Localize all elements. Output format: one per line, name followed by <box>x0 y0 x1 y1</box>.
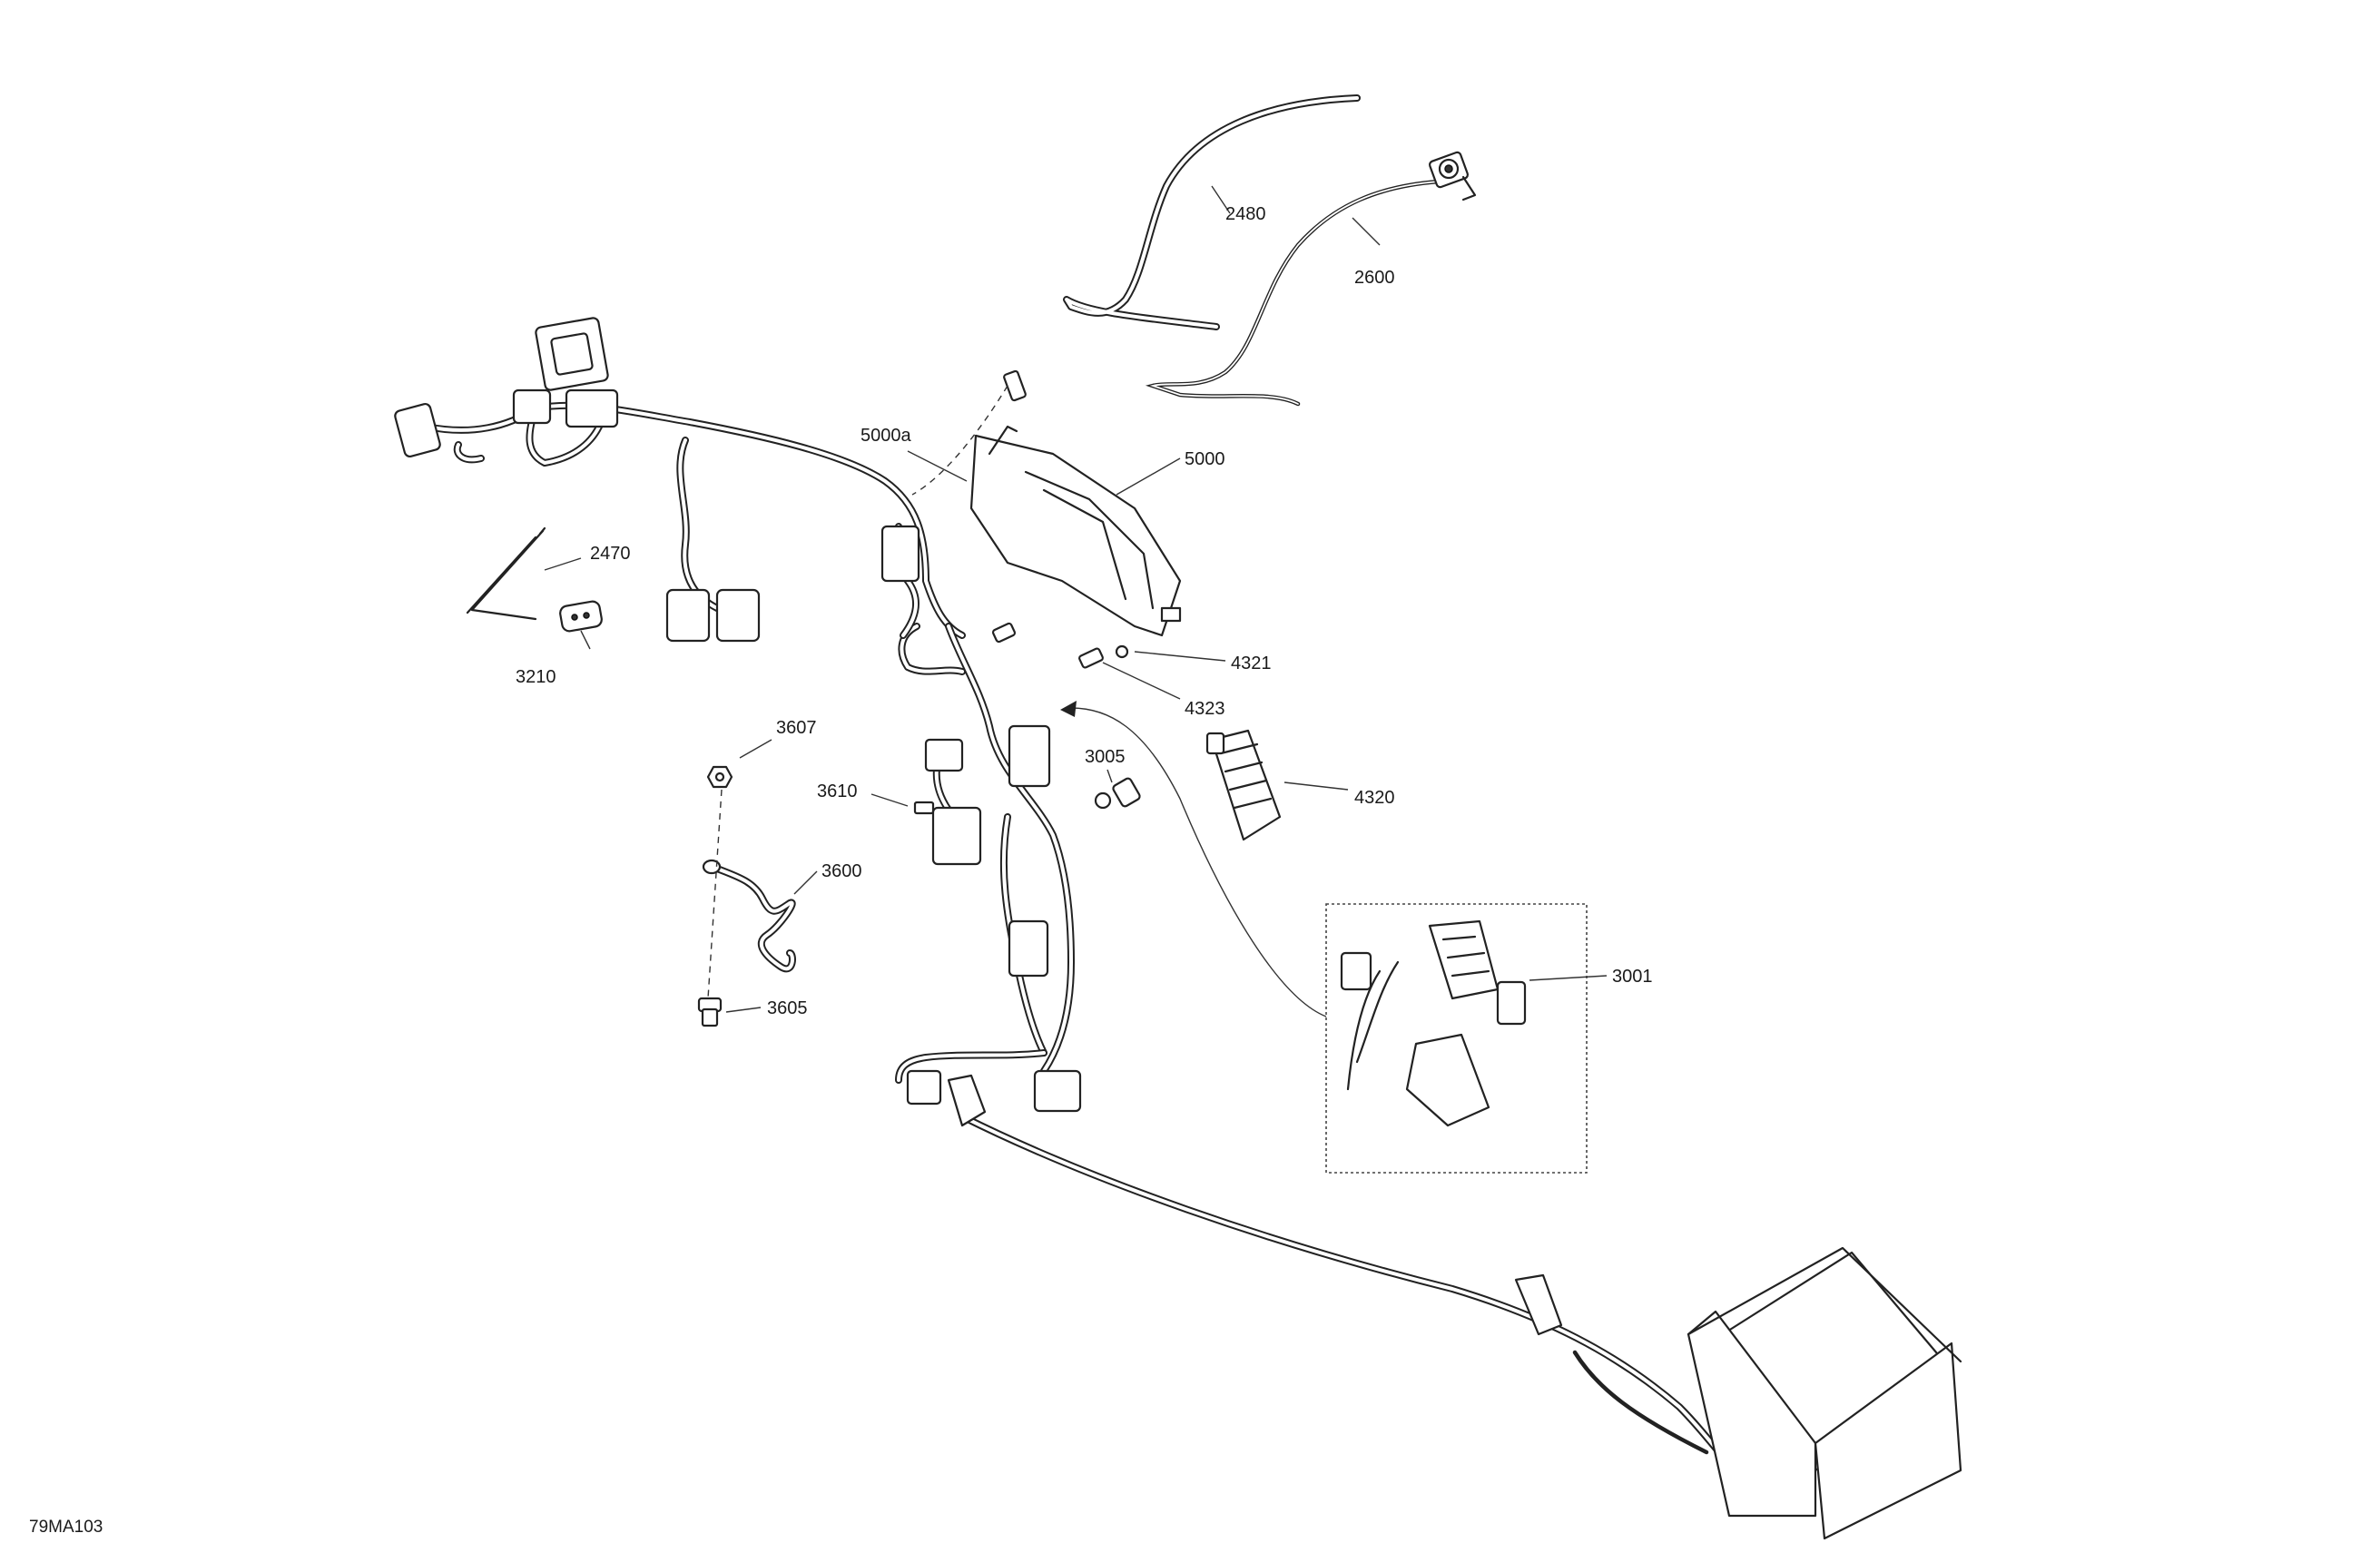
callout-3210: 3210 <box>516 667 556 687</box>
battery <box>1687 1246 1962 1540</box>
callout-4323: 4323 <box>1185 699 1225 719</box>
part-3001-relay <box>1340 919 1527 1127</box>
detail-arrow-head <box>1060 701 1077 717</box>
part-2600-sensor-cable <box>1145 151 1477 407</box>
callout-3001: 3001 <box>1612 967 1653 987</box>
part-4321-4323-fasteners <box>991 622 1129 669</box>
callout-3610: 3610 <box>817 781 858 801</box>
part-4320-relay-block <box>1205 729 1282 841</box>
drawing-code: 79MA103 <box>29 1518 103 1537</box>
leader-lines <box>544 185 1608 1013</box>
part-5000-ecm-module <box>969 369 1182 637</box>
part-3607-nut <box>706 765 733 789</box>
callout-5000a: 5000a <box>861 426 911 446</box>
battery-lead <box>1572 1350 1709 1455</box>
harness-connectors <box>394 317 1082 1127</box>
detail-view-box <box>1325 903 1588 1174</box>
callout-3605: 3605 <box>767 998 808 1018</box>
battery-terminal-cover <box>1514 1273 1563 1336</box>
part-3605-3607-axis <box>707 789 723 999</box>
callout-2480: 2480 <box>1225 204 1266 224</box>
part-3005-3610-bolts <box>913 777 1141 815</box>
part-2470-clamp-bracket <box>466 526 546 621</box>
callout-3607: 3607 <box>776 718 817 738</box>
callout-2470: 2470 <box>590 544 631 564</box>
part-2480-tube <box>1063 94 1361 330</box>
part-3605-bolt <box>697 997 723 1027</box>
detail-arrow-curve <box>1070 707 1327 1017</box>
callout-labels: 2480 2600 5000a 5000 2470 3210 4321 4323… <box>516 204 1653 1018</box>
part-3210-sensor <box>559 600 603 633</box>
callout-3005: 3005 <box>1085 747 1126 767</box>
callout-4321: 4321 <box>1231 654 1272 673</box>
callout-2600: 2600 <box>1354 268 1395 288</box>
callout-4320: 4320 <box>1354 788 1395 808</box>
callout-5000: 5000 <box>1185 449 1225 469</box>
callout-3600: 3600 <box>821 861 862 881</box>
part-3600-ground-cable <box>702 859 796 973</box>
